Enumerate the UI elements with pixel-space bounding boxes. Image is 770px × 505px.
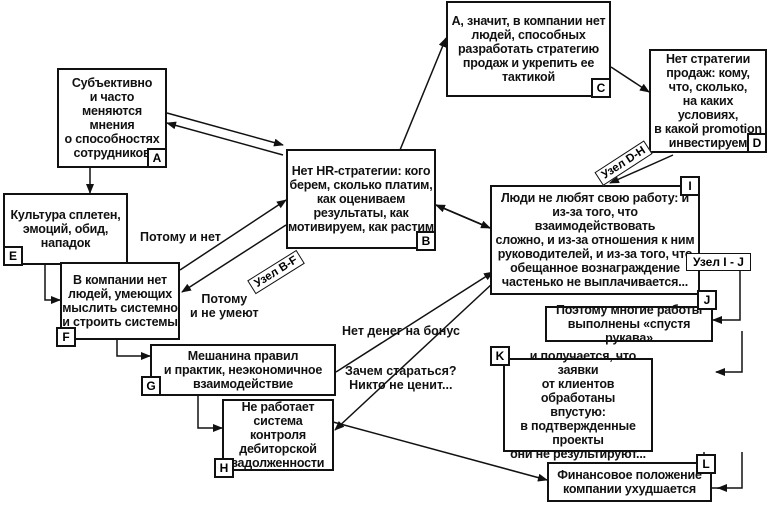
- label-zachem: Зачем стараться? Никто не ценит...: [345, 364, 457, 392]
- arrow-g-to-h: [197, 393, 223, 432]
- arrow-c-to-d: [610, 66, 650, 93]
- node-f-tag: F: [56, 327, 76, 347]
- arrow-e-to-f: [44, 265, 61, 304]
- node-d-tag: D: [747, 133, 767, 153]
- tag-uzel-ij: Узел I - J: [686, 253, 751, 271]
- node-j-text: Поэтому многие работы выполнены «спустя …: [555, 303, 703, 345]
- arrow-k-to-l-head: [717, 452, 743, 492]
- node-e-text: Культура сплетен, эмоций, обид, нападок: [10, 208, 121, 250]
- node-f: В компании нет людей, умеющих мыслить си…: [60, 262, 180, 340]
- node-b-tag: B: [416, 231, 436, 251]
- arrow-d-to-i: [609, 154, 674, 184]
- arrow-a-to-b: [166, 112, 284, 147]
- node-h: Не работает система контроля дебиторской…: [222, 399, 334, 471]
- node-i-text: Люди не любят свою работу: и из-за того,…: [495, 191, 695, 289]
- node-g-tag: G: [141, 376, 161, 396]
- node-b: Нет HR-стратегии: кого берем, сколько пл…: [286, 149, 436, 249]
- node-i: Люди не любят свою работу: и из-за того,…: [490, 185, 700, 295]
- node-c-tag: C: [591, 78, 611, 98]
- node-j: Поэтому многие работы выполнены «спустя …: [545, 303, 713, 345]
- node-g: Мешанина правил и практик, неэкономичное…: [150, 344, 336, 396]
- node-a-text: Субъективно и часто меняются мнения о сп…: [64, 76, 160, 160]
- node-k-text: ...и получается, что заявки от клиентов …: [510, 349, 646, 461]
- node-h-tag: H: [214, 458, 234, 478]
- arrow-i-to-b: [435, 204, 491, 229]
- arrow-i-to-h: [334, 282, 494, 431]
- node-b-text: Нет HR-стратегии: кого берем, сколько пл…: [288, 164, 434, 234]
- node-a-tag: A: [147, 148, 167, 168]
- label-potomu-i-net: Потому и нет: [140, 230, 221, 244]
- label-potomu-ne-umeyut: Потому и не умеют: [190, 292, 259, 320]
- node-l-text: Финансовое положение компании ухудшается: [557, 468, 702, 496]
- node-c-text: А, значит, в компании нет людей, способн…: [451, 14, 606, 84]
- node-g-text: Мешанина правил и практик, неэкономичное…: [163, 349, 323, 391]
- node-d-text: Нет стратегии продаж: кому, что, сколько…: [654, 52, 762, 150]
- node-c: А, значит, в компании нет людей, способн…: [446, 1, 611, 97]
- node-e: Культура сплетен, эмоций, обид, нападок: [3, 193, 128, 265]
- label-net-deneg: Нет денег на бонус: [342, 324, 460, 338]
- node-h-text: Не работает система контроля дебиторской…: [231, 400, 325, 470]
- node-k-tag: K: [490, 346, 510, 366]
- node-j-tag: J: [697, 290, 717, 310]
- arrow-f-to-g: [116, 340, 151, 360]
- node-l: Финансовое положение компании ухудшается: [547, 462, 712, 502]
- arrow-g-to-i: [335, 271, 494, 373]
- arrow-h-to-l: [332, 421, 548, 482]
- node-e-tag: E: [3, 246, 23, 266]
- arrow-j-to-k: [715, 331, 743, 376]
- node-f-text: В компании нет людей, умеющих мыслить си…: [62, 273, 178, 329]
- arrow-b-to-f: [181, 224, 287, 293]
- arrow-f-to-b: [179, 199, 287, 271]
- arrow-b-to-a: [166, 121, 284, 156]
- node-k: ...и получается, что заявки от клиентов …: [503, 349, 653, 461]
- arrow-b-to-c: [399, 37, 447, 151]
- node-l-tag: L: [696, 454, 716, 474]
- node-i-tag: I: [680, 176, 700, 196]
